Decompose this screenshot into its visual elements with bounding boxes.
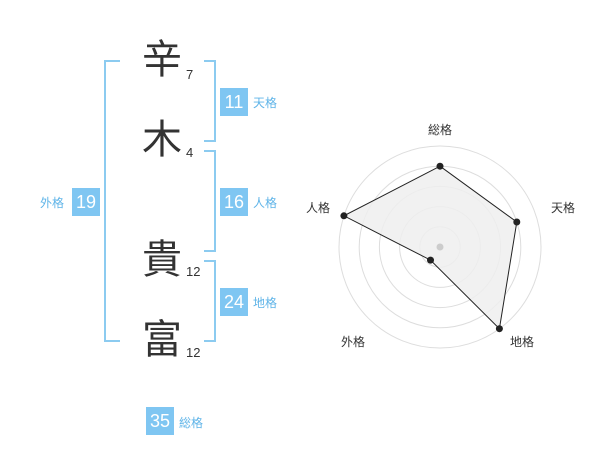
gaikaku-label: 外格	[40, 196, 65, 210]
radar-point-3	[495, 325, 503, 333]
stroke-count-2: 4	[186, 145, 194, 160]
radar-data-polygon	[342, 165, 518, 330]
gaikaku-value-badge: 19	[72, 188, 100, 216]
name-char-3: 貴	[142, 237, 182, 283]
jinkaku-label: 人格	[253, 196, 278, 210]
gaikaku-bracket	[104, 60, 120, 342]
jinkaku-bracket	[204, 150, 216, 252]
radar-point-2	[513, 218, 521, 226]
stroke-count-4: 12	[186, 345, 201, 360]
axis-label-soukaku: 総格	[428, 123, 453, 137]
jinkaku-value-badge: 16	[220, 188, 248, 216]
stroke-count-1: 7	[186, 67, 194, 82]
soukaku-value-badge: 35	[146, 407, 174, 435]
stroke-count-3: 12	[186, 264, 201, 279]
axis-label-gaikaku: 外格	[341, 335, 366, 349]
chikaku-label: 地格	[253, 296, 278, 310]
radar-chart	[338, 145, 542, 349]
radar-center-dot	[436, 243, 444, 251]
radar-point-1	[436, 162, 444, 170]
chikaku-bracket	[204, 260, 216, 342]
chikaku-value-badge: 24	[220, 288, 248, 316]
name-char-2: 木	[142, 117, 182, 163]
tenkaku-label: 天格	[253, 96, 278, 110]
tenkaku-value-badge: 11	[220, 88, 248, 116]
axis-label-chikaku: 地格	[510, 335, 535, 349]
name-char-1: 辛	[142, 37, 182, 83]
name-char-4: 富	[142, 317, 182, 363]
axis-label-jinkaku: 人格	[306, 201, 331, 215]
radar-point-4	[427, 256, 434, 264]
radar-grid-ring	[338, 145, 542, 349]
axis-label-tenkaku: 天格	[551, 201, 576, 215]
soukaku-label: 総格	[179, 416, 204, 430]
radar-points	[340, 162, 521, 333]
radar-point-5	[340, 212, 348, 220]
tenkaku-bracket	[204, 60, 216, 142]
